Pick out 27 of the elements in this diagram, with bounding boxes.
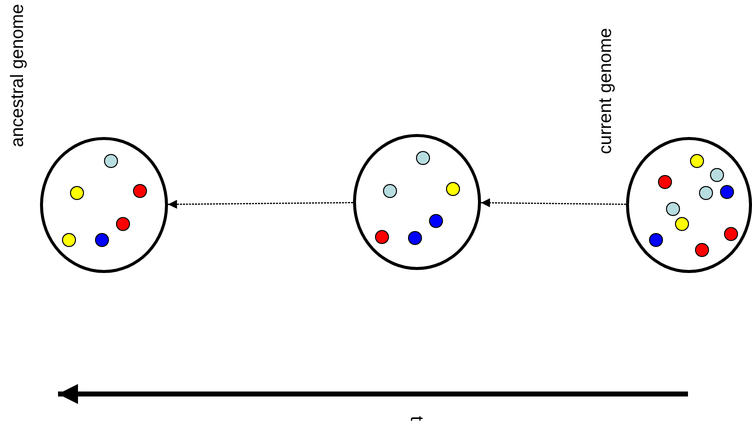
dot [70,186,84,200]
arrow [168,200,353,209]
dot [408,231,422,245]
dot [658,175,672,189]
genome-caption: ancestral genome [8,4,26,148]
dot [666,202,680,216]
dot [690,154,704,168]
dot [675,217,689,231]
dot [375,230,389,244]
dot [446,182,460,196]
dot [104,154,118,168]
dot [133,184,147,198]
dot [95,233,109,247]
dot [62,233,76,247]
dot [695,243,709,257]
dot [710,168,724,182]
genome-caption: current genome [596,28,614,154]
dot [720,185,734,199]
axis-label: t [408,416,426,422]
dot [649,233,663,247]
dot [383,184,397,198]
dot [724,227,738,241]
dot [429,214,443,228]
arrow [480,198,626,208]
dot [116,217,130,231]
dot [699,186,713,200]
dot [416,151,430,165]
